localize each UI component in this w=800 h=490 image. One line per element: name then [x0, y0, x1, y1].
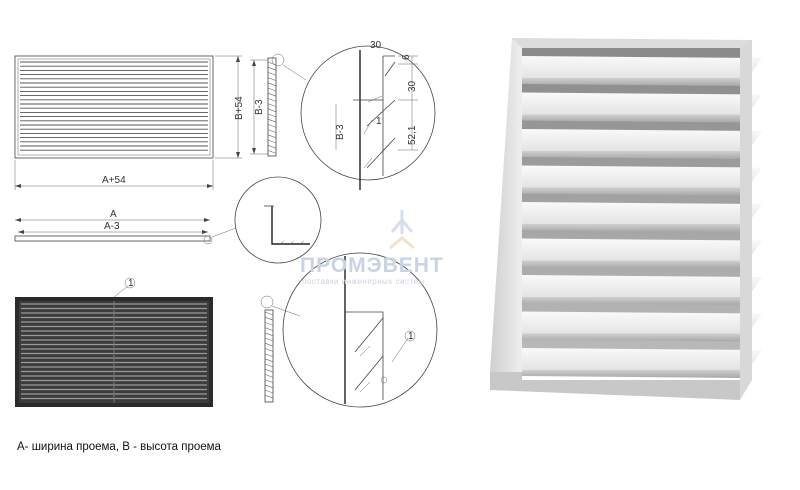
louvre-slats [522, 56, 762, 378]
louvre-slat [522, 202, 762, 232]
plan-view: A A-3 [14, 209, 237, 245]
detail-height-label: B-3 [335, 124, 346, 140]
side-tick [267, 139, 277, 144]
louvre-slat [522, 129, 762, 159]
side-tick [267, 134, 277, 139]
side-tick [264, 337, 274, 342]
watermark-tagline: поставки инженерных систем [302, 277, 425, 286]
detail-top: 30 6 30 52,1 B-3 1 [300, 40, 436, 190]
side-tick [267, 66, 277, 71]
side-tick [267, 124, 277, 128]
louvre-3d-render [490, 38, 762, 400]
detail-dim-52: 52,1 [407, 125, 418, 145]
side-tick [267, 113, 277, 118]
side-tick [267, 77, 277, 81]
back-view: 1 [15, 277, 213, 407]
side-tick [264, 332, 274, 337]
back-callout: 1 [128, 278, 134, 289]
side-tick [267, 72, 277, 76]
side-height-label: B-3 [254, 99, 265, 115]
side-tick [267, 61, 277, 66]
plan-outer-label: A [110, 209, 117, 220]
side-tick [267, 92, 277, 97]
detail-middle [234, 176, 322, 264]
side-section: B-3 [250, 53, 307, 157]
louvre-slat [522, 275, 762, 305]
detail-number: 1 [376, 116, 382, 127]
side-tick [264, 363, 274, 368]
side-tick [264, 389, 274, 394]
louvre-slat [522, 165, 762, 196]
front-height-label: B+54 [234, 96, 245, 120]
side-tick [267, 87, 277, 92]
side-tick [264, 394, 274, 399]
louvre-slat [522, 92, 762, 123]
side-tick [267, 98, 277, 102]
detail-dim-6: 6 [401, 54, 412, 60]
side-tick [267, 108, 277, 113]
side-tick [264, 384, 274, 389]
side-tick [264, 327, 274, 331]
side-profile-bottom [260, 295, 301, 403]
side-tick [267, 82, 277, 87]
side-tick [264, 374, 274, 378]
caption: А- ширина проема, В - высота проема [17, 441, 221, 453]
side-tick [267, 144, 277, 149]
louvre-slat [522, 348, 762, 378]
louvre-slat [522, 56, 762, 86]
louvre-slat [522, 311, 762, 342]
front-view: A+54 B+54 [14, 55, 245, 190]
front-width-label: A+54 [102, 175, 126, 186]
plan-inner-label: A-3 [104, 221, 120, 232]
detail-dim-30-top: 30 [370, 40, 382, 51]
side-tick [264, 311, 274, 316]
detail-bottom: 1 [282, 252, 438, 408]
side-tick [264, 348, 274, 352]
side-tick [264, 358, 274, 363]
side-tick [264, 342, 274, 347]
detail-dim-30: 30 [407, 80, 418, 92]
side-tick [264, 379, 274, 383]
front-view-slats [20, 61, 208, 151]
watermark-name: ПРОМЭВЕНТ [300, 254, 444, 277]
watermark: ПРОМЭВЕНТ поставки инженерных систем [300, 210, 444, 286]
side-tick [264, 316, 274, 321]
side-tick [264, 353, 274, 357]
side-tick [267, 150, 277, 154]
side-tick [267, 129, 277, 133]
bottom-callout: 1 [408, 331, 414, 342]
side-tick [264, 368, 274, 373]
side-tick [267, 103, 277, 107]
side-tick [267, 118, 277, 123]
louvre-slat [522, 238, 762, 269]
side-tick [264, 322, 274, 326]
watermark-logo-icon [389, 210, 415, 250]
